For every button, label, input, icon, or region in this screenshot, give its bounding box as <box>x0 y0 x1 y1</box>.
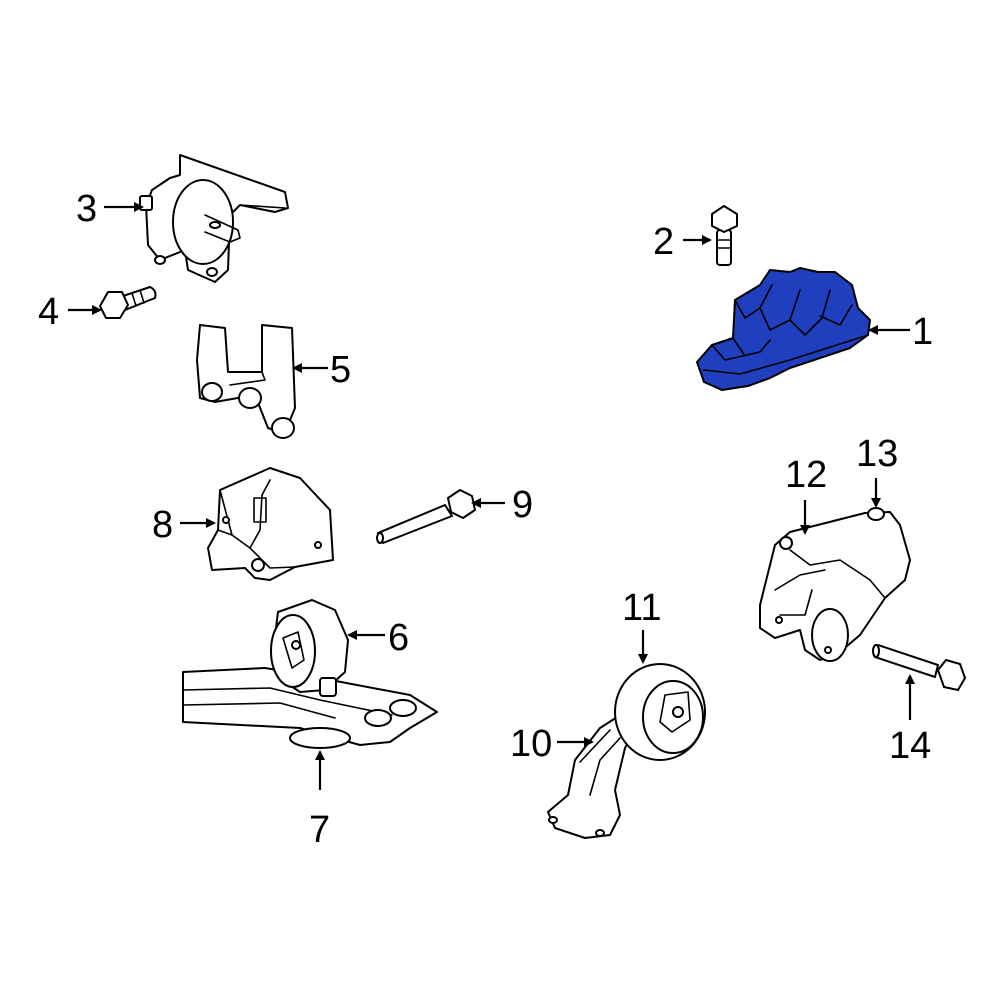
part-5-bracket[interactable] <box>196 324 296 439</box>
callout-5: 5 <box>330 349 351 391</box>
callout-7: 7 <box>309 809 330 851</box>
callout-1: 1 <box>912 311 933 353</box>
callout-6: 6 <box>388 617 409 659</box>
part-3-engine-mount[interactable] <box>139 154 289 283</box>
part-2-bolt[interactable] <box>711 205 738 266</box>
part-1-transmission-mount[interactable] <box>696 267 871 391</box>
callout-13: 13 <box>856 433 898 475</box>
callout-9: 9 <box>512 484 533 526</box>
callout-11: 11 <box>622 587 661 629</box>
callout-12: 12 <box>785 454 827 496</box>
callout-4: 4 <box>38 291 59 333</box>
callout-10: 10 <box>510 723 552 765</box>
part-14-bolt[interactable] <box>872 644 966 691</box>
part-7-crossmember[interactable] <box>182 667 438 749</box>
callout-8: 8 <box>152 504 173 546</box>
callout-14: 14 <box>889 725 931 767</box>
part-12-bracket[interactable] <box>759 511 911 662</box>
callout-3: 3 <box>76 188 97 230</box>
part-4-bolt[interactable] <box>99 286 157 319</box>
part-13-stud[interactable] <box>867 507 885 521</box>
callout-2: 2 <box>653 221 674 263</box>
part-9-bolt[interactable] <box>376 489 476 544</box>
part-11-mount[interactable] <box>614 663 706 761</box>
part-6-engine-mount[interactable] <box>270 599 349 697</box>
callouts: 1 2 3 4 5 6 7 8 9 10 11 12 13 14 <box>38 188 933 851</box>
part-10-bracket[interactable] <box>547 711 641 839</box>
part-8-bracket[interactable] <box>207 467 334 581</box>
